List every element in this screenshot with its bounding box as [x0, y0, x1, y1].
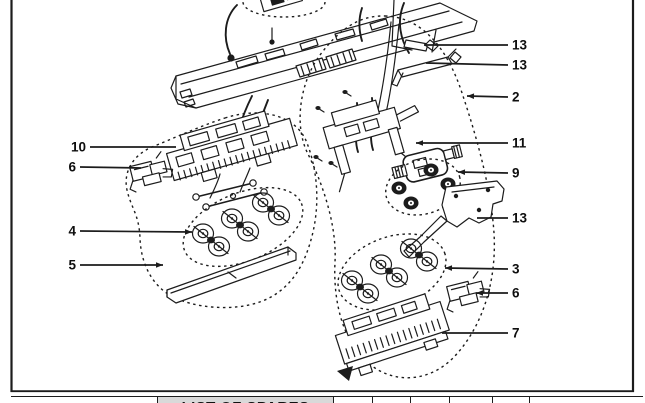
table-cell — [411, 397, 450, 403]
bogie-frame-10 — [165, 110, 298, 183]
callout-layer: 10 6 4 5 13 13 2 11 9 13 3 6 7 — [68, 38, 527, 341]
motor-bogie-frame — [322, 99, 420, 193]
table-cell — [493, 397, 530, 403]
part-number-9: 9 — [512, 166, 520, 181]
part-number-13: 13 — [512, 38, 528, 53]
brake-linkage — [192, 167, 268, 211]
list-of-spares-header: LIST OF SPARES — [158, 397, 334, 403]
part-number-6: 6 — [512, 286, 520, 301]
table-cell — [373, 397, 411, 403]
part-number-5: 5 — [68, 258, 76, 273]
leader-arrowhead — [156, 262, 163, 268]
leader-arrowhead — [184, 229, 192, 235]
keeper-plate-13 — [403, 180, 505, 258]
wheelset — [340, 270, 380, 304]
part-number-3: 3 — [512, 262, 520, 277]
leader-arrowhead — [416, 140, 423, 146]
gear — [403, 196, 419, 210]
leader-line-6 — [79, 166, 142, 169]
leader-line-4 — [79, 230, 193, 233]
gear — [391, 181, 407, 195]
leader-arrowhead — [458, 169, 466, 175]
page-frame — [10, 0, 635, 393]
table-cell — [334, 397, 373, 403]
leader-arrowhead — [467, 93, 475, 99]
wheelset — [220, 208, 260, 242]
table-cell — [450, 397, 493, 403]
part-number-11: 11 — [512, 136, 527, 151]
part-number-7: 7 — [512, 326, 520, 341]
table-cell — [530, 397, 643, 403]
leader-line-9 — [457, 171, 509, 174]
part-number-4: 4 — [68, 224, 76, 239]
gear — [423, 163, 439, 177]
part-number-13: 13 — [512, 58, 528, 73]
frame-corner-detail — [337, 366, 353, 381]
coupling-6-right — [439, 269, 494, 314]
chassis-assembly — [170, 0, 478, 143]
top-detail-group — [242, 0, 326, 18]
leader-line-3 — [444, 267, 509, 270]
rear-power-bogie-group — [299, 15, 505, 381]
part-number-10: 10 — [71, 140, 86, 155]
front-bogie-group — [122, 110, 318, 309]
wheelset — [191, 223, 231, 257]
leader-line-13 — [425, 62, 509, 66]
leader-arrowhead — [445, 265, 453, 271]
part-number-2: 2 — [512, 90, 520, 105]
bogie-underframe-7 — [334, 293, 450, 377]
part-number-6: 6 — [68, 160, 76, 175]
list-of-spares-table: LIST OF SPARES — [11, 396, 643, 403]
wheelset — [251, 192, 291, 226]
wheelset — [369, 254, 409, 288]
leader-arrowhead — [476, 290, 483, 296]
table-cell — [11, 397, 158, 403]
baseplate-5 — [166, 246, 297, 304]
part-number-13: 13 — [512, 211, 528, 226]
